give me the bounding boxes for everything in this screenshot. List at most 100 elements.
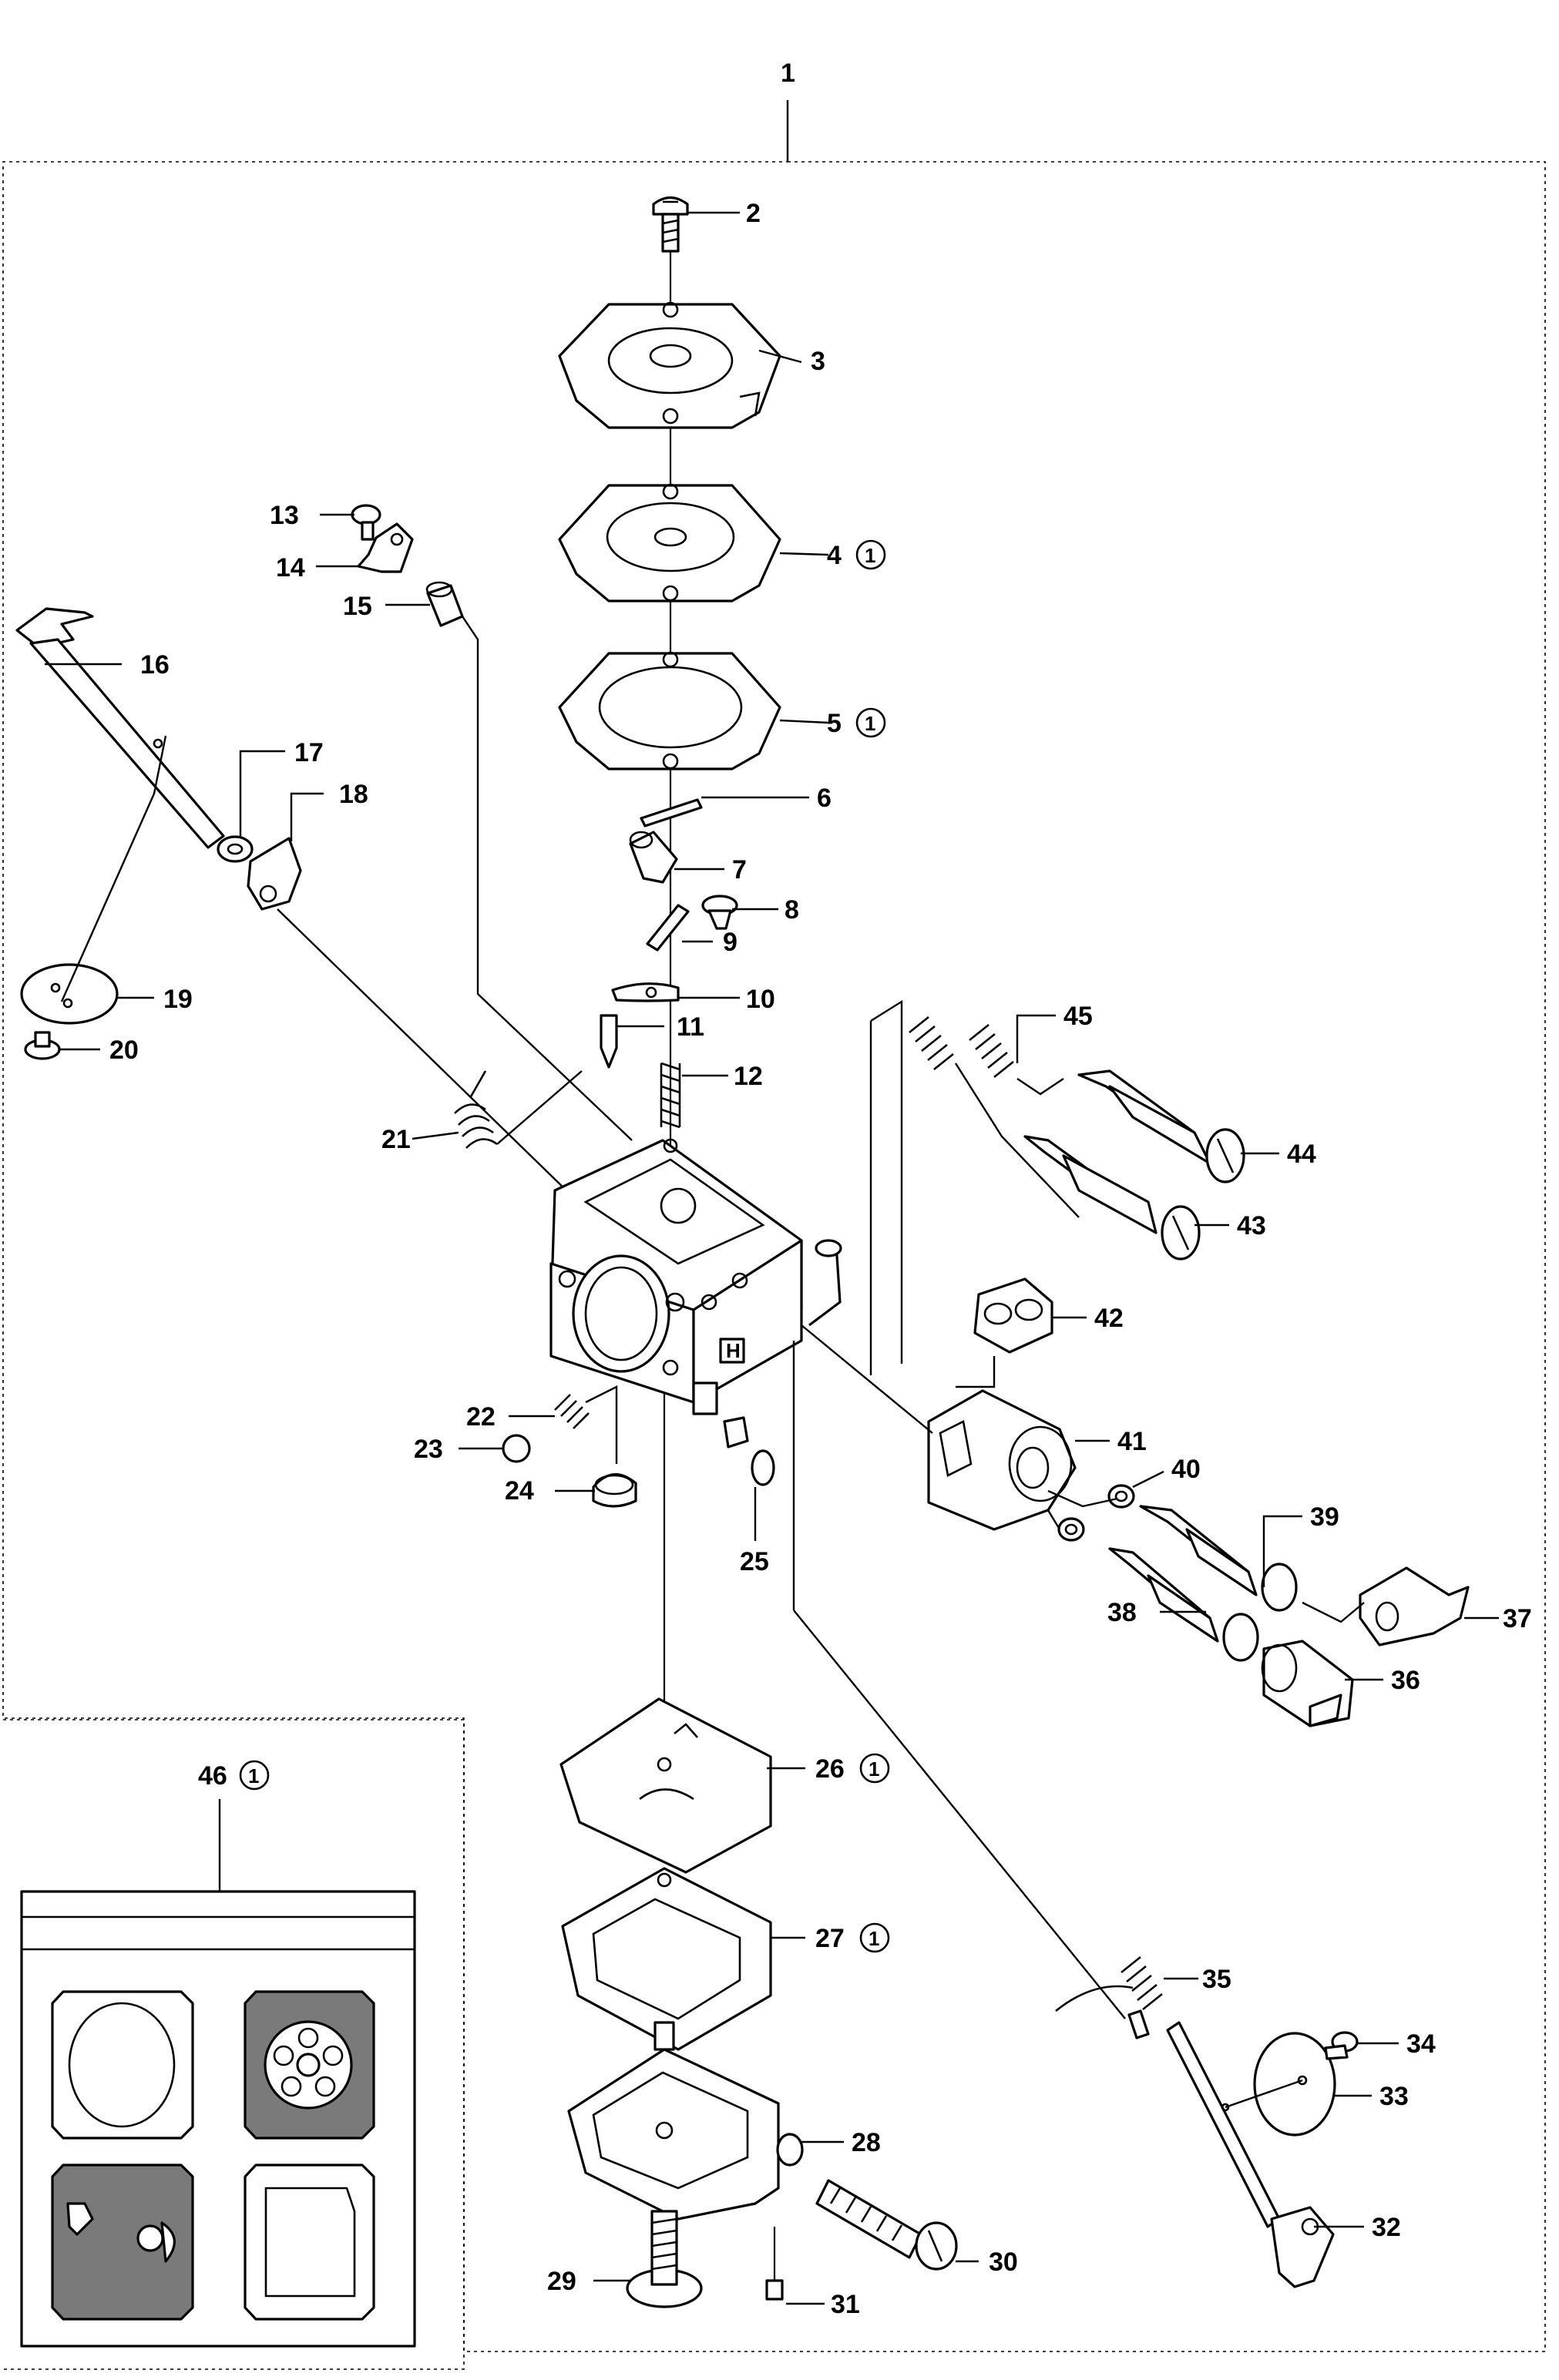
callout-4: 4 bbox=[827, 541, 842, 570]
callout-leaders bbox=[45, 211, 1499, 2305]
callout-numbers: 1 2 3 4 5 6 7 8 9 10 11 12 13 14 15 16 1… bbox=[109, 59, 1532, 2319]
spring-12 bbox=[660, 1062, 681, 1129]
callout-5: 5 bbox=[827, 709, 842, 738]
pin-9 bbox=[646, 904, 690, 952]
lever-18 bbox=[247, 837, 302, 911]
kit-marker-5: 1 bbox=[855, 707, 886, 738]
pump-cover-28 bbox=[567, 2021, 804, 2221]
callout-18: 18 bbox=[339, 780, 368, 809]
callout-7: 7 bbox=[732, 855, 747, 885]
gasket-27 bbox=[561, 1867, 772, 2051]
screw-20 bbox=[24, 1031, 61, 1060]
callout-3: 3 bbox=[811, 347, 825, 376]
limiter-cap-36 bbox=[1261, 1640, 1354, 1727]
needle-38 bbox=[1108, 1547, 1259, 1662]
carburetor-body: H bbox=[549, 1138, 842, 1415]
throttle-shaft-32 bbox=[1166, 2021, 1335, 2288]
washer-left-40 bbox=[1057, 1517, 1085, 1542]
springs-45 bbox=[909, 1015, 1014, 1079]
svg-text:1: 1 bbox=[869, 1757, 879, 1781]
choke-plate-19 bbox=[20, 963, 119, 1025]
callout-25: 25 bbox=[740, 1547, 769, 1576]
callout-9: 9 bbox=[723, 928, 738, 957]
kit-marker-4: 1 bbox=[855, 539, 886, 570]
callout-17: 17 bbox=[294, 738, 324, 767]
diaphragm-4 bbox=[558, 483, 781, 603]
pin-31 bbox=[765, 2279, 784, 2301]
svg-text:1: 1 bbox=[865, 544, 875, 567]
callout-46: 46 bbox=[198, 1761, 227, 1791]
callout-26: 26 bbox=[815, 1754, 845, 1784]
callout-28: 28 bbox=[852, 2128, 881, 2157]
ball-23 bbox=[502, 1434, 531, 1463]
callout-10: 10 bbox=[746, 985, 775, 1014]
needle-44 bbox=[1077, 1069, 1245, 1183]
cap-42 bbox=[973, 1277, 1053, 1354]
spring-21 bbox=[454, 1070, 498, 1149]
callout-42: 42 bbox=[1094, 1304, 1124, 1333]
callout-36: 36 bbox=[1391, 1666, 1420, 1695]
svg-text:1: 1 bbox=[248, 1764, 259, 1788]
callout-35: 35 bbox=[1202, 1965, 1231, 1994]
callout-2: 2 bbox=[746, 199, 761, 228]
callout-40: 40 bbox=[1171, 1455, 1201, 1484]
kit-marker-46: 1 bbox=[239, 1760, 270, 1791]
svg-text:1: 1 bbox=[865, 712, 875, 735]
callout-11: 11 bbox=[677, 1012, 704, 1042]
diaphragm-26 bbox=[559, 1697, 772, 1874]
kit-46 bbox=[20, 1799, 416, 2348]
callout-33: 33 bbox=[1379, 2082, 1409, 2111]
limiter-cap-37 bbox=[1359, 1566, 1470, 1647]
callout-31: 31 bbox=[831, 2290, 860, 2319]
spring-35 bbox=[1055, 1955, 1163, 2039]
screw-13 bbox=[351, 504, 381, 541]
body-mark: H bbox=[726, 1339, 741, 1362]
kit-marker-26: 1 bbox=[859, 1753, 890, 1784]
valve-7 bbox=[629, 831, 678, 884]
callout-41: 41 bbox=[1117, 1427, 1147, 1456]
pin-6 bbox=[640, 798, 703, 827]
filter-29 bbox=[626, 2210, 703, 2308]
callout-6: 6 bbox=[817, 784, 832, 813]
washer-40 bbox=[1107, 1484, 1135, 1509]
sleeve-15 bbox=[425, 581, 464, 627]
callout-32: 32 bbox=[1372, 2213, 1401, 2242]
kit-marker-27: 1 bbox=[859, 1922, 890, 1953]
callout-27: 27 bbox=[815, 1924, 845, 1953]
callout-45: 45 bbox=[1063, 1002, 1093, 1031]
svg-text:1: 1 bbox=[869, 1927, 879, 1950]
bracket-14 bbox=[357, 522, 414, 573]
callout-37: 37 bbox=[1503, 1604, 1532, 1633]
screw-8 bbox=[701, 895, 738, 930]
callout-20: 20 bbox=[109, 1036, 139, 1065]
callout-15: 15 bbox=[343, 592, 372, 621]
screw-30 bbox=[815, 2179, 958, 2271]
callout-21: 21 bbox=[381, 1125, 411, 1154]
spring-22 bbox=[554, 1394, 590, 1429]
callout-14: 14 bbox=[276, 553, 305, 582]
callout-12: 12 bbox=[734, 1062, 763, 1091]
needle-11 bbox=[600, 1014, 618, 1069]
callout-19: 19 bbox=[163, 985, 193, 1014]
callout-39: 39 bbox=[1310, 1502, 1339, 1532]
callout-34: 34 bbox=[1406, 2029, 1436, 2059]
lever-10 bbox=[611, 982, 680, 1002]
callout-43: 43 bbox=[1237, 1211, 1266, 1240]
screw-25 bbox=[723, 1416, 775, 1486]
housing-41 bbox=[927, 1389, 1077, 1531]
callout-1: 1 bbox=[781, 59, 795, 88]
callout-24: 24 bbox=[505, 1476, 534, 1506]
needle-43 bbox=[1023, 1135, 1201, 1260]
plug-24 bbox=[592, 1473, 637, 1508]
kit-frame bbox=[3, 1719, 465, 2370]
needle-39 bbox=[1139, 1505, 1298, 1612]
callout-23: 23 bbox=[414, 1435, 443, 1464]
callout-16: 16 bbox=[140, 650, 170, 680]
screw-34 bbox=[1324, 2031, 1359, 2060]
callout-30: 30 bbox=[989, 2247, 1018, 2277]
callout-8: 8 bbox=[785, 895, 799, 925]
callout-38: 38 bbox=[1107, 1598, 1137, 1627]
gasket-5 bbox=[558, 651, 781, 770]
screw-2 bbox=[652, 196, 689, 253]
washer-17 bbox=[217, 835, 254, 863]
